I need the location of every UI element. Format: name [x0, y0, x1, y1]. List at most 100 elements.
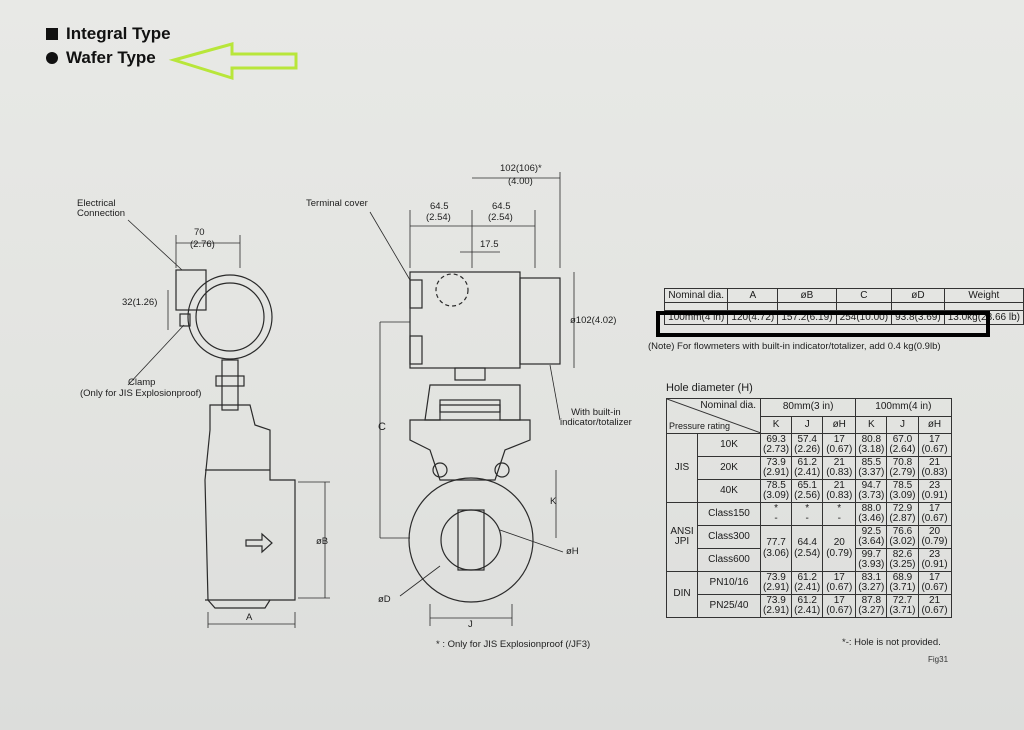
pressure-rating-cell: Class300 [697, 525, 761, 549]
hole-value-cell: 72.9 (2.87) [886, 502, 919, 526]
sub-header-cell: K [855, 415, 888, 434]
hole-value-cell: * - [791, 502, 824, 526]
dim-64-5-a-label: 64.5 [430, 201, 449, 212]
clamp-note-label: (Only for JIS Explosionproof) [80, 388, 202, 399]
corner-bottom-label: Pressure rating [669, 420, 731, 431]
label-phiD: øD [378, 594, 391, 605]
pressure-rating-cell: Class600 [697, 548, 761, 572]
hole-value-cell: 76.6 (3.02) [886, 525, 919, 549]
hole-note: *-: Hole is not provided. [842, 637, 941, 648]
hole-value-cell: 82.6 (3.25) [886, 548, 919, 572]
hole-value-cell: 69.3 (2.73) [759, 433, 793, 457]
hole-value-cell: * - [822, 502, 857, 526]
highlight-box [656, 311, 990, 337]
square-bullet-icon [46, 28, 58, 40]
hole-value-cell: 67.0 (2.64) [886, 433, 919, 457]
sub-header-cell: øH [917, 415, 952, 434]
wafer-type-heading: Wafer Type [46, 48, 156, 68]
hole-value-cell: 17 (0.67) [917, 502, 952, 526]
spec-header-cell: Weight [943, 288, 1024, 303]
dim-phi102-label: ø102(4.02) [570, 315, 617, 326]
hole-value-cell: 83.1 (3.27) [855, 571, 888, 595]
pressure-group-cell: ANSI JPI [666, 502, 698, 572]
hole-value-cell: 88.0 (3.46) [855, 502, 888, 526]
with-indicator-label: With built-in indicator/totalizer [560, 407, 632, 428]
terminal-cover-label: Terminal cover [306, 198, 368, 209]
dim-70-inch-label: (2.76) [190, 239, 215, 250]
hole-value-cell: 64.4 (2.54) [791, 525, 824, 572]
right-converter-head [409, 271, 521, 369]
spec-header-cell: A [727, 288, 779, 303]
hole-header-row: Nominal dia. Pressure rating 80mm(3 in) … [666, 398, 952, 434]
hole-value-cell: 68.9 (3.71) [886, 571, 919, 595]
hole-value-cell: 92.5 (3.64) [855, 525, 888, 549]
hole-diameter-table: Nominal dia. Pressure rating 80mm(3 in) … [666, 398, 952, 618]
left-converter-circle [187, 274, 273, 360]
pressure-rating-cell: PN10/16 [697, 571, 761, 595]
spec-header-cell: øB [777, 288, 837, 303]
pressure-rating-cell: Class150 [697, 502, 761, 526]
hole-value-cell: 23 (0.91) [917, 548, 952, 572]
corner-top-label: Nominal dia. [700, 400, 756, 411]
pressure-rating-cell: 40K [697, 479, 761, 503]
pressure-group-cell: JIS [666, 433, 698, 503]
hole-value-cell: 21 (0.83) [917, 456, 952, 480]
pressure-rating-cell: PN25/40 [697, 594, 761, 618]
hole-value-cell: 77.7 (3.06) [759, 525, 793, 572]
label-J: J [468, 619, 473, 630]
wafer-body-circle [408, 477, 534, 603]
label-phiB: øB [316, 536, 329, 547]
hole-value-cell: 17 (0.67) [822, 433, 857, 457]
hole-value-cell: 20 (0.79) [822, 525, 857, 572]
hole-value-cell: 17 (0.67) [822, 594, 857, 618]
label-phiH: øH [566, 546, 579, 557]
hole-value-cell: 23 (0.91) [917, 479, 952, 503]
dim-70-label: 70 [194, 227, 205, 238]
label-A: A [246, 612, 253, 623]
pressure-rating-cell: 20K [697, 456, 761, 480]
figure-number: Fig31 [928, 655, 949, 664]
hole-value-cell: 73.9 (2.91) [759, 594, 793, 618]
footnote-label: * : Only for JIS Explosionproof (/JF3) [436, 639, 591, 650]
hole-value-cell: 65.1 (2.56) [791, 479, 824, 503]
hole-value-cell: 78.5 (3.09) [886, 479, 919, 503]
hole-value-cell: 20 (0.79) [917, 525, 952, 549]
hole-value-cell: 80.8 (3.18) [855, 433, 888, 457]
left-conduit-box [175, 269, 207, 311]
pressure-group-cell: DIN [666, 571, 698, 618]
clamp-label: Clamp [128, 377, 156, 388]
spec-note: (Note) For flowmeters with built-in indi… [648, 341, 941, 352]
hole-value-cell: 61.2 (2.41) [791, 456, 824, 480]
hole-value-cell: 87.8 (3.27) [855, 594, 888, 618]
spec-header-cell: Nominal dia. [663, 288, 729, 303]
wafer-type-label: Wafer Type [66, 48, 156, 67]
hole-corner-cell: Nominal dia. Pressure rating [666, 398, 761, 434]
hole-value-cell: 17 (0.67) [917, 433, 952, 457]
dim-4-00-label: (4.00) [508, 176, 533, 187]
hole-value-cell: 21 (0.67) [917, 594, 952, 618]
corner-diagonal [667, 399, 761, 433]
size-100-header: 100mm(4 in) [855, 398, 952, 417]
electrical-connection-label: Electrical Connection [77, 198, 126, 219]
dim-102-label: 102(106)* [500, 163, 542, 174]
sub-header-cell: K [759, 415, 793, 434]
spec-header-cell: øD [891, 288, 945, 303]
hole-value-cell: 99.7 (3.93) [855, 548, 888, 572]
spec-header-cell: C [835, 288, 893, 303]
hole-value-cell: 17 (0.67) [917, 571, 952, 595]
hole-value-cell: 21 (0.83) [822, 479, 857, 503]
hole-value-cell: 61.2 (2.41) [791, 571, 824, 595]
hole-value-cell: 85.5 (3.37) [855, 456, 888, 480]
hole-value-cell: 70.8 (2.79) [886, 456, 919, 480]
hole-table-title: Hole diameter (H) [666, 382, 753, 394]
sub-header-cell: J [791, 415, 824, 434]
circle-bullet-icon [46, 52, 58, 64]
